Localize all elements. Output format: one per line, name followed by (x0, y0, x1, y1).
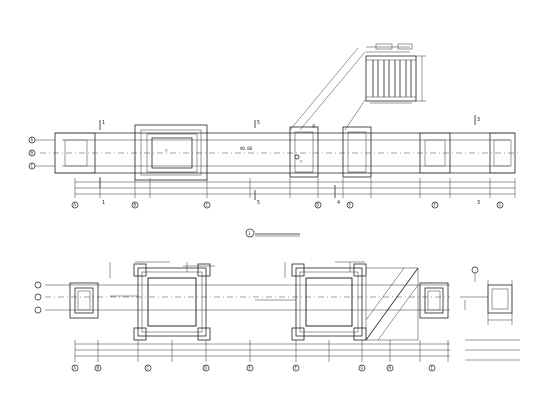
axis-bubble (346, 201, 354, 209)
svg-text:∇0.00: ∇0.00 (239, 146, 253, 151)
axis-label: H (389, 366, 392, 371)
axis-bubble (94, 364, 102, 372)
axis-bubble (202, 364, 210, 372)
axis-bubble (71, 364, 79, 372)
section-mark: 3 (477, 117, 480, 123)
axis-label: I (431, 366, 434, 371)
axis-label: G (499, 203, 502, 208)
axis-label: B (97, 366, 100, 371)
row-label-a: A (31, 138, 34, 143)
row-label-b: B (31, 151, 34, 156)
plan-symbol-number: 1 (248, 231, 251, 236)
section-mark: 3 (477, 200, 480, 206)
axis-label: C (206, 203, 209, 208)
svg-text:▽: ▽ (165, 148, 168, 153)
axis-bubble (131, 201, 139, 209)
axis-bubble (386, 364, 394, 372)
axis-label: G (361, 366, 364, 371)
row-label-c: C (31, 164, 34, 169)
top-detail (289, 43, 426, 131)
axis-label: F (295, 366, 298, 371)
axis-label: E (349, 203, 352, 208)
axis-bubble (496, 201, 504, 209)
svg-text:▽: ▽ (300, 159, 303, 164)
axis-label: C (147, 366, 150, 371)
axis-label: D (317, 203, 320, 208)
section-mark: 1 (102, 120, 105, 126)
section-mark: 1 (102, 200, 105, 206)
section-mark: 4 (312, 124, 315, 130)
axis-label: B (134, 203, 137, 208)
axis-label: A (74, 366, 77, 371)
axis-label: E (249, 366, 252, 371)
top-plan: ∇0.00 ▽ ▽ A B C (28, 115, 520, 209)
axis-bubble (71, 201, 79, 209)
section-mark: 5 (257, 200, 260, 206)
section-mark: 5 (257, 120, 260, 126)
section-mark: 4 (337, 200, 340, 206)
bottom-plan: A B C D E F G H I (34, 261, 520, 372)
axis-bubble (292, 364, 300, 372)
plan-title-block: 1 (245, 228, 300, 238)
axis-label: D (205, 366, 208, 371)
axis-bubble (314, 201, 322, 209)
axis-label: F (434, 203, 437, 208)
axis-bubble (358, 364, 366, 372)
axis-bubble (144, 364, 152, 372)
axis-label: A (74, 203, 77, 208)
axis-bubble (203, 201, 211, 209)
axis-bubble (428, 364, 436, 372)
axis-bubble (246, 364, 254, 372)
axis-bubble (431, 201, 439, 209)
